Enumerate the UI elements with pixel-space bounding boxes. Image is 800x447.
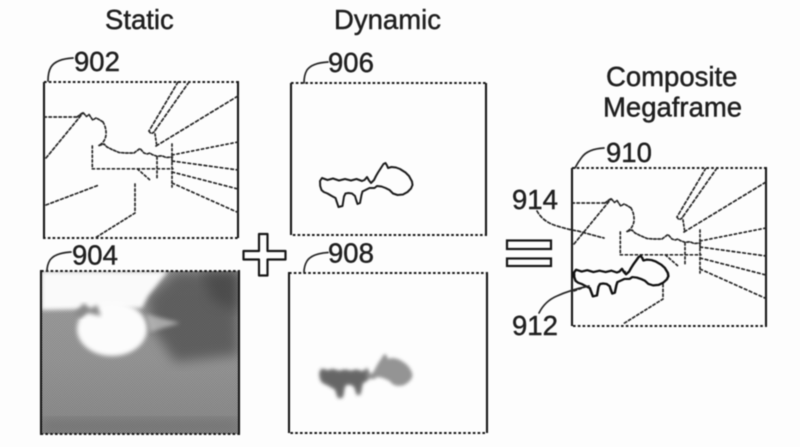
svg-text:910: 910 bbox=[606, 137, 652, 168]
svg-text:904: 904 bbox=[72, 240, 118, 271]
svg-text:Static: Static bbox=[105, 4, 174, 35]
svg-text:914: 914 bbox=[512, 184, 558, 215]
svg-text:912: 912 bbox=[512, 310, 558, 341]
svg-text:Composite: Composite bbox=[606, 61, 737, 92]
svg-text:Megaframe: Megaframe bbox=[603, 92, 742, 123]
svg-text:Dynamic: Dynamic bbox=[334, 4, 441, 35]
svg-text:902: 902 bbox=[74, 46, 120, 77]
svg-text:906: 906 bbox=[328, 47, 374, 78]
svg-text:908: 908 bbox=[328, 238, 374, 269]
